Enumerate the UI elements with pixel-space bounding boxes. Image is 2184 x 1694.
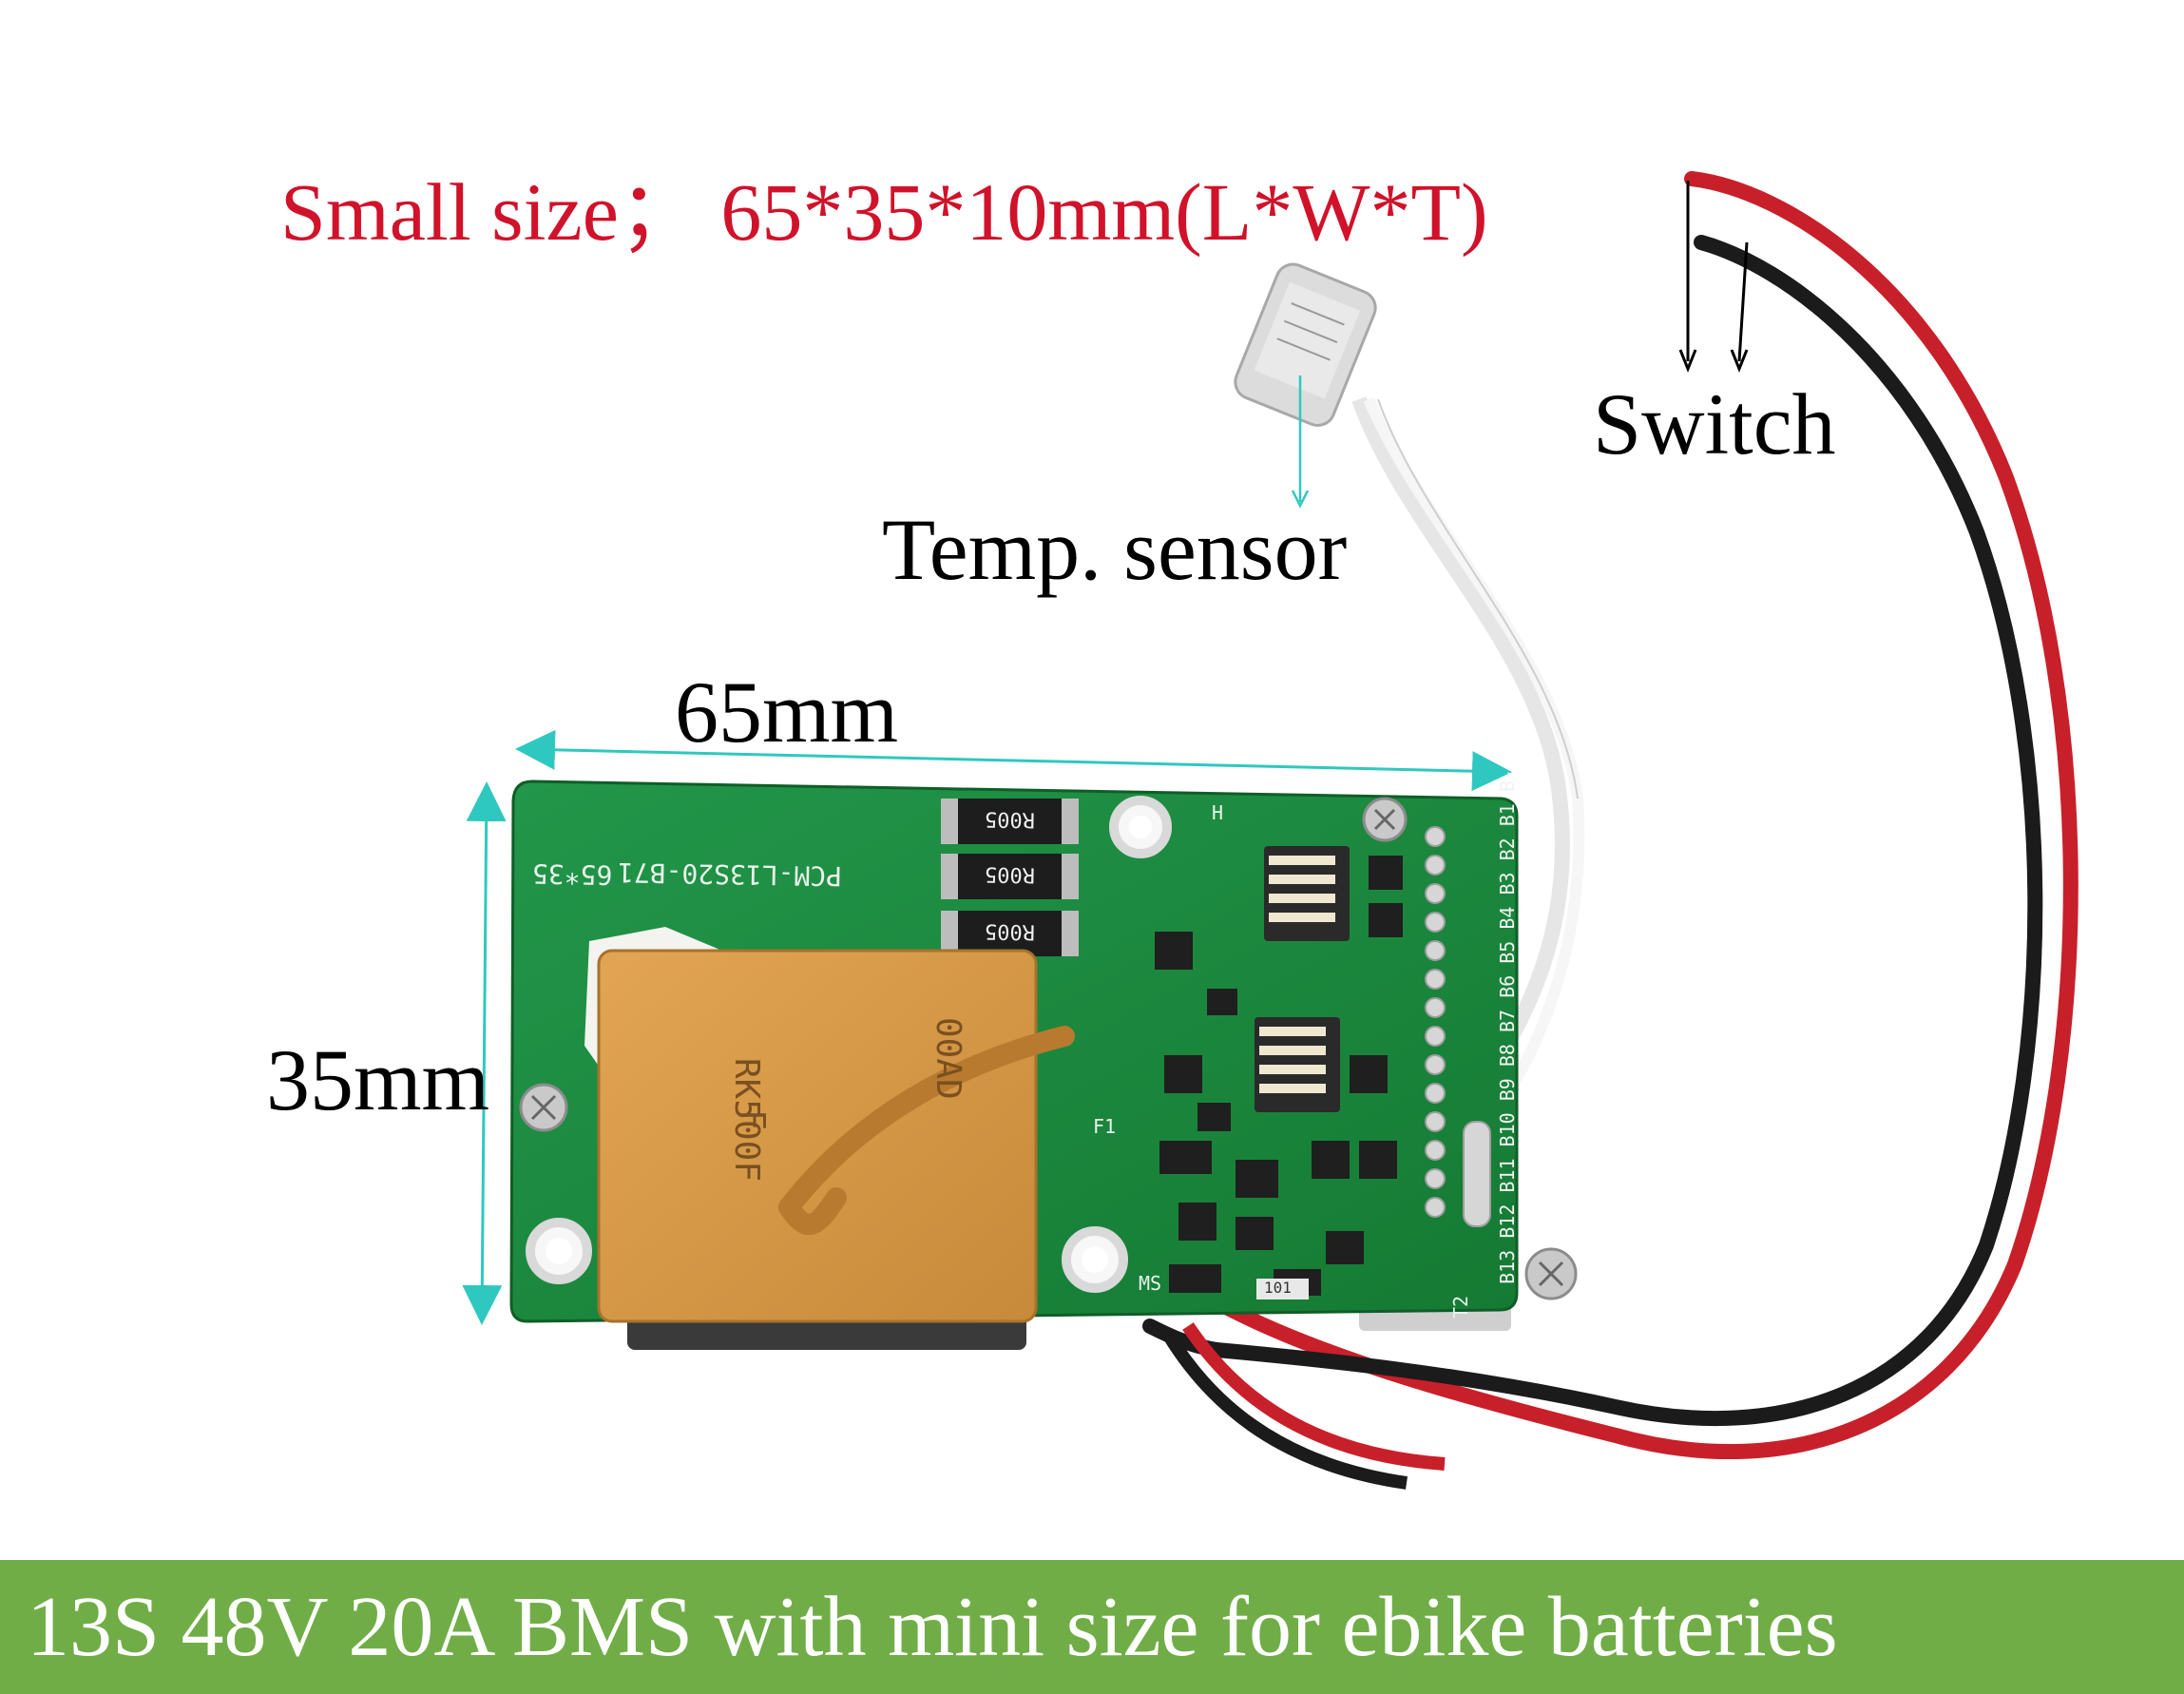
cell-pads: [1425, 826, 1446, 1218]
board-size-mark: 65*35: [531, 857, 613, 891]
thermal-fuse: [597, 949, 1038, 1323]
shunt-mark-3: R005: [984, 918, 1036, 944]
shunt-resistors: [941, 799, 1079, 956]
temp-sensor-wire: [1351, 396, 1570, 1088]
temp-sensor-head: [1234, 262, 1377, 427]
width-label: 35mm: [266, 1031, 490, 1128]
pcb-board: [509, 780, 1578, 1323]
switch-arrow-2: [1737, 241, 1749, 362]
product-banner: 13S 48V 20A BMS with mini size for ebike…: [0, 1560, 2184, 1694]
fuse-mark-2: RK500F: [727, 1057, 767, 1183]
switch-wire-black: [1142, 235, 2043, 1427]
mark-h: H: [1212, 801, 1224, 824]
mark-101: 101: [1264, 1279, 1292, 1297]
shunt-mark-1: R005: [984, 806, 1036, 832]
banner-text: 13S 48V 20A BMS with mini size for ebike…: [27, 1580, 1838, 1674]
mark-f1: F1: [1093, 1115, 1117, 1138]
shunt-mark-2: R005: [984, 861, 1036, 887]
width-dimension-arrow: [462, 781, 507, 1325]
board-model-text: PCM-L13S20-B71: [617, 856, 843, 893]
mark-ms: MS: [1139, 1272, 1162, 1295]
cell-pin-labels: B13 B12 B11 B10 B9 B8 B7 B6 B5 B4 B3 B2 …: [1495, 769, 1519, 1284]
resistor-arrays: [1259, 856, 1335, 1093]
switch-label: Switch: [1593, 375, 1836, 472]
fuse-mark-3: 00AD: [929, 1017, 967, 1100]
length-label: 65mm: [675, 664, 899, 760]
size-note: Small size； 65*35*10mm(L*W*T): [280, 166, 1488, 258]
length-dimension-arrow: [515, 729, 1512, 792]
mark-t2: T2: [1449, 1295, 1473, 1319]
temp-sensor-label: Temp. sensor: [882, 501, 1348, 598]
